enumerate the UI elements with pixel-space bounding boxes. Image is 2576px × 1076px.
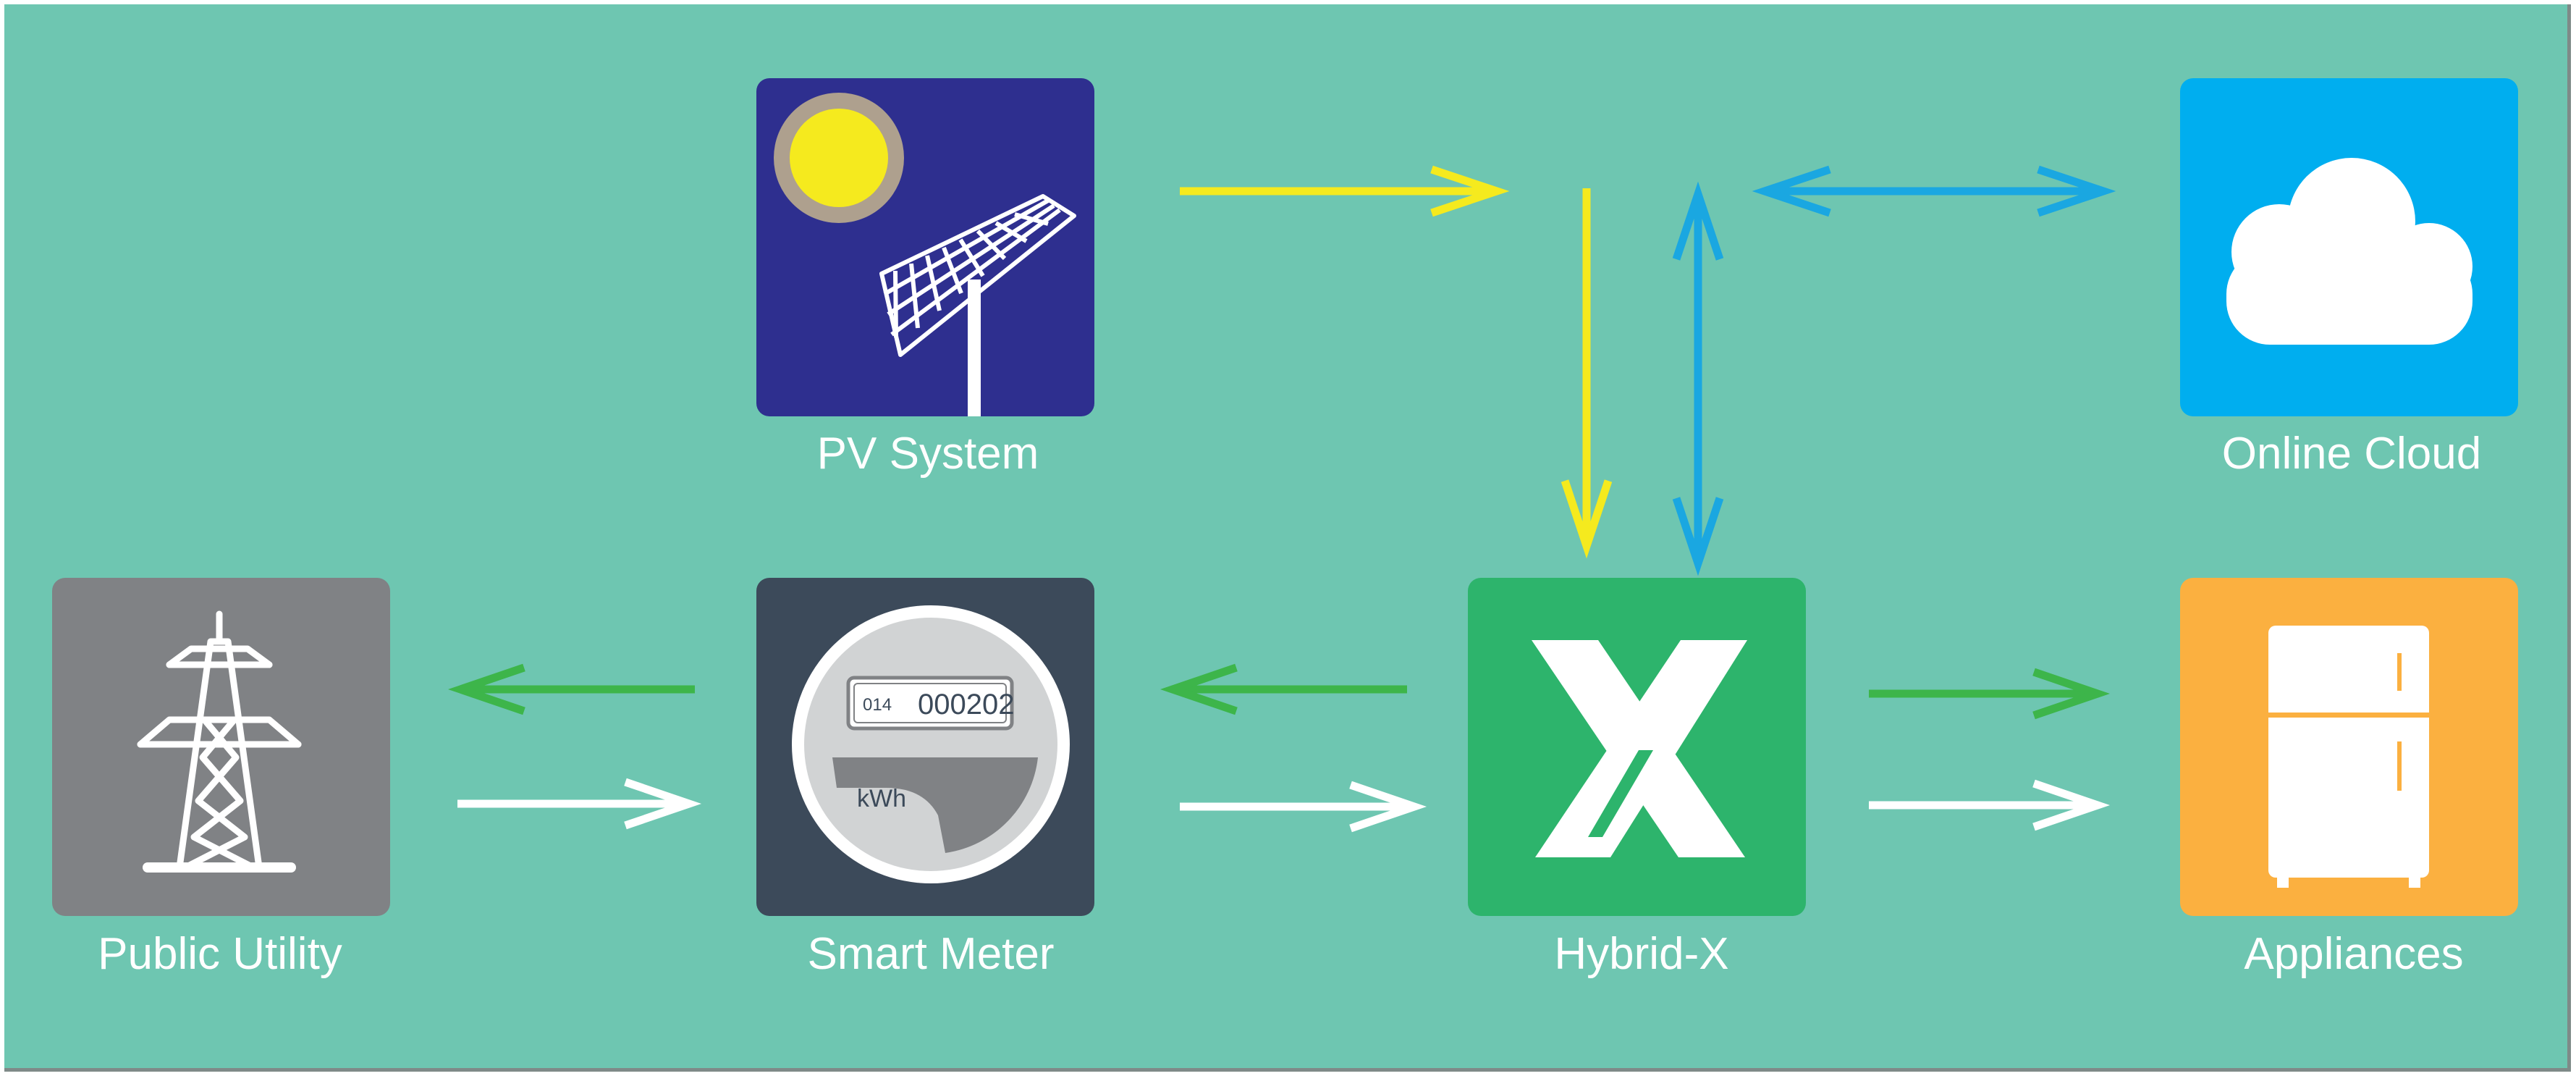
solar-power-arrow-hybrid-x-to-appliances xyxy=(1869,668,2111,720)
electric-meter-icon: 014 000202 kWh xyxy=(792,605,1070,883)
smart-meter-node: 014 000202 kWh xyxy=(756,578,1094,916)
data-link-arrow-to-cloud xyxy=(1752,165,2116,217)
export-arrow-hybrid-x-to-meter xyxy=(1160,663,1407,715)
appliances-label: Appliances xyxy=(2244,929,2464,979)
hybrid-x-label: Hybrid-X xyxy=(1554,929,1729,979)
refrigerator-icon xyxy=(2268,626,2429,888)
pv-system-label: PV System xyxy=(816,429,1039,479)
public-utility-label: Public Utility xyxy=(98,929,342,979)
pv-system-node xyxy=(756,78,1094,416)
power-pylon-icon xyxy=(137,610,302,873)
hybrid-x-node xyxy=(1468,578,1806,916)
public-utility-node xyxy=(52,578,390,916)
export-arrow-meter-to-utility xyxy=(447,663,695,715)
solar-panel-icon xyxy=(774,93,1076,416)
online-cloud-label: Online Cloud xyxy=(2221,429,2482,479)
meter-display-value: 000202 xyxy=(918,689,1014,720)
grid-power-arrow-hybrid-x-to-appliances xyxy=(1869,779,2111,831)
diagram-canvas: 014 000202 kWh xyxy=(4,4,2571,1072)
import-arrow-meter-to-hybrid-x xyxy=(1180,781,1427,833)
cloud-icon xyxy=(2226,158,2472,345)
meter-display xyxy=(846,676,1014,731)
smart-meter-label: Smart Meter xyxy=(807,929,1055,979)
data-link-arrow-hybrid-x-vertical xyxy=(1672,181,1724,576)
appliances-node xyxy=(2180,578,2518,916)
hybrid-x-logo-icon xyxy=(1532,640,1747,857)
solar-flow-arrow-to-hybrid-x xyxy=(1561,188,1613,559)
import-arrow-utility-to-meter xyxy=(457,778,702,830)
solar-flow-arrow-pv-to-junction xyxy=(1180,165,1510,217)
meter-unit-label: kWh xyxy=(857,785,906,812)
online-cloud-node xyxy=(2180,78,2518,416)
meter-display-code: 014 xyxy=(863,695,892,715)
